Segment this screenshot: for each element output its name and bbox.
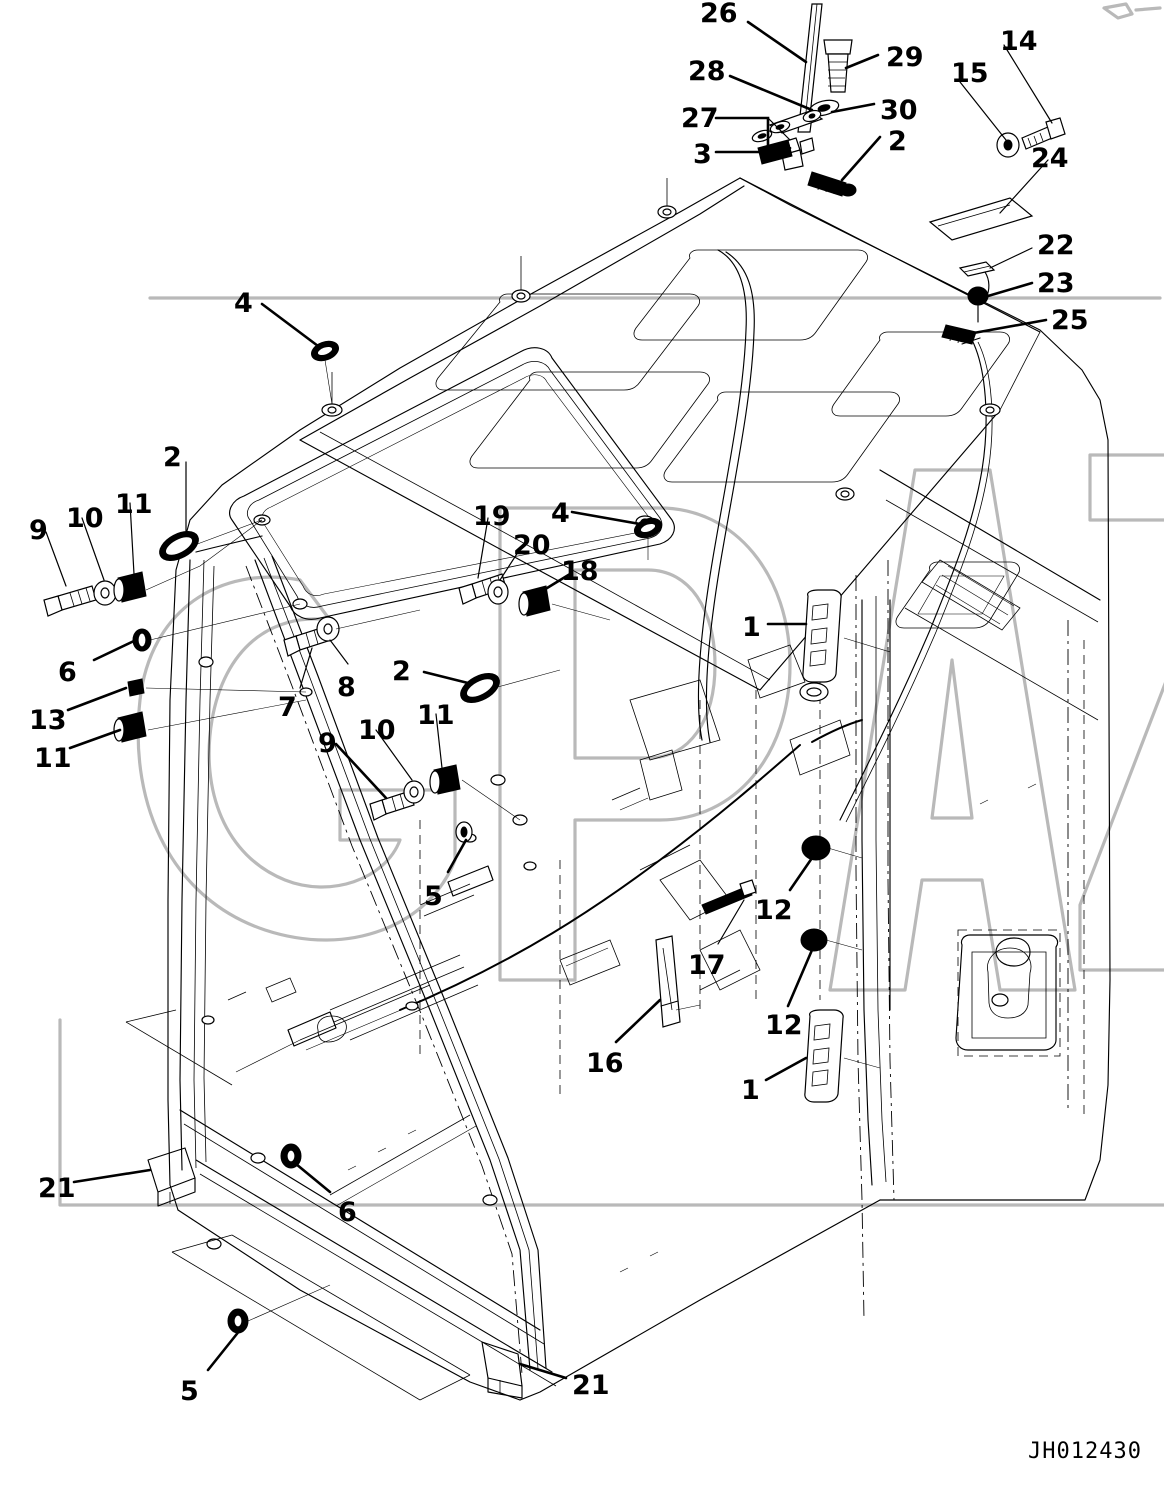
callout-19: 19 [473,501,511,532]
part-12-knob-lower [800,928,828,952]
callout-3: 3 [693,139,712,170]
part-5-grommet-bottom [227,1308,249,1334]
part-10-washer-center [403,780,425,804]
part-11-nut-center [429,764,461,795]
drawing-number: JH012430 [1028,1439,1142,1464]
callout-1-upper: 1 [742,612,761,643]
part-25-latch [941,324,981,345]
leader-lines [45,20,1053,1380]
callout-12-lower: 12 [765,1010,803,1041]
callout-10-upper-left: 10 [66,503,104,534]
callout-9-center: 9 [318,728,337,759]
callout-5-center: 5 [424,881,443,912]
callout-5-bottom: 5 [180,1376,199,1407]
part-12-knob-upper [801,835,831,861]
callout-24: 24 [1031,143,1069,174]
callout-15: 15 [951,58,989,89]
callout-12-upper: 12 [755,895,793,926]
callout-1-lower: 1 [741,1075,760,1106]
callout-11-center: 11 [417,700,455,731]
part-8-washer-center [316,616,340,642]
callout-6-left: 6 [58,657,77,688]
part-1-hinge-upper [802,589,842,683]
callout-25: 25 [1051,305,1089,336]
roof-mount-bosses [321,205,1001,529]
callout-8: 8 [337,672,356,703]
callout-9-upper-left: 9 [29,515,48,546]
callout-16: 16 [586,1048,624,1079]
callout-28: 28 [688,56,726,87]
part-2-grommet-lower [460,673,500,703]
part-29-bolt [823,39,853,93]
part-16-strip [655,935,681,1028]
part-11-nut-left [113,571,147,603]
part-11-nut-left-lower [113,711,147,743]
callout-20: 20 [513,530,551,561]
watermark-logo [58,2,1164,1207]
callout-4-left: 4 [234,288,253,319]
part-20-washer [487,579,509,605]
callout-11-lower-left: 11 [34,743,72,774]
callout-4-center: 4 [551,498,570,529]
part-14-bolt [1021,117,1066,150]
callout-2-center: 2 [392,656,411,687]
callout-30: 30 [880,95,918,126]
callout-14: 14 [1000,26,1038,57]
part-5-grommet-small-a [455,821,473,843]
callout-13: 13 [29,705,67,736]
callout-27: 27 [681,103,719,134]
part-2-grommet-upper [159,531,199,561]
callout-23: 23 [1037,268,1075,299]
callout-2-left: 2 [163,442,182,473]
callout-21-left: 21 [38,1173,76,1204]
callout-17: 17 [688,950,726,981]
callout-11-upper-left: 11 [115,489,153,520]
part-2-bolt-top [807,171,857,197]
callout-10-center: 10 [358,715,396,746]
callout-18: 18 [561,556,599,587]
callout-26: 26 [700,0,738,29]
part-17-handle [701,879,757,915]
callout-29: 29 [886,42,924,73]
part-23-knob [967,286,989,323]
callout-22: 22 [1037,230,1075,261]
part-1-hinge-lower [804,1009,844,1103]
callout-7: 7 [278,692,297,723]
callout-6-bottom: 6 [338,1197,357,1228]
part-18-nut [518,585,551,617]
cab-frame-assembly [125,177,1111,1401]
part-9-bolt-left [43,585,97,617]
part-4-grommet-center [633,517,663,539]
part-3-nut [757,139,793,165]
part-13-pin-left [127,678,145,697]
part-10-washer-left [93,580,117,606]
reference-lines [145,359,891,1322]
part-15-washer [996,132,1020,158]
part-6-grommet-bottom [280,1143,302,1169]
callout-21-bottom: 21 [572,1370,610,1401]
callout-2-top: 2 [888,126,907,157]
part-24-panel [928,197,1034,241]
